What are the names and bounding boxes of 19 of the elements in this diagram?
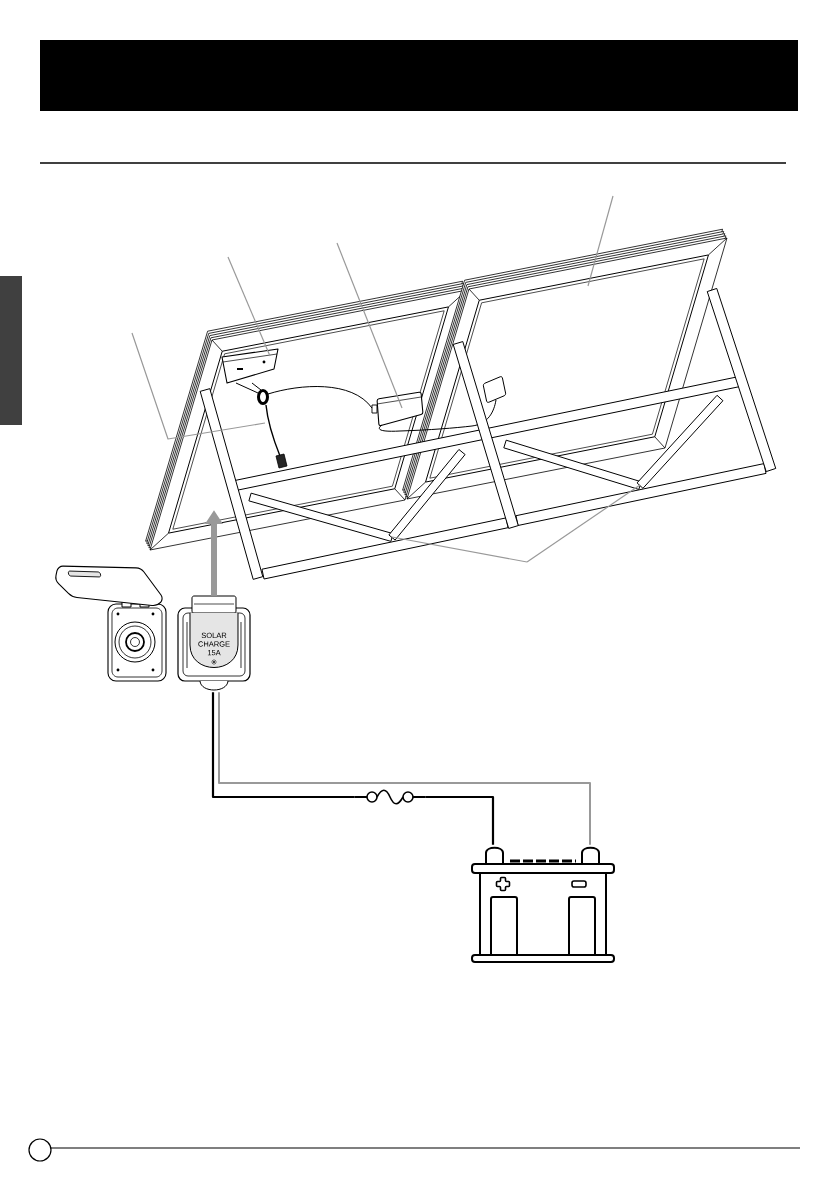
leader-line — [391, 536, 528, 563]
leader-line — [227, 256, 271, 357]
cable — [378, 399, 497, 432]
leader-line — [526, 484, 641, 563]
leader-line — [587, 195, 614, 287]
battery-icon — [471, 846, 615, 963]
connector-box — [371, 391, 424, 427]
stand-brace — [248, 449, 509, 580]
stand-brace — [503, 394, 767, 526]
leader-line — [336, 242, 403, 409]
wire — [425, 795, 495, 845]
leader-line — [131, 332, 266, 440]
fuse-symbol — [353, 789, 427, 805]
wire — [218, 691, 591, 846]
connector-box — [482, 376, 507, 403]
cable — [235, 382, 373, 469]
side-tab — [0, 276, 22, 425]
wire — [211, 692, 355, 799]
junction-box — [221, 348, 279, 384]
